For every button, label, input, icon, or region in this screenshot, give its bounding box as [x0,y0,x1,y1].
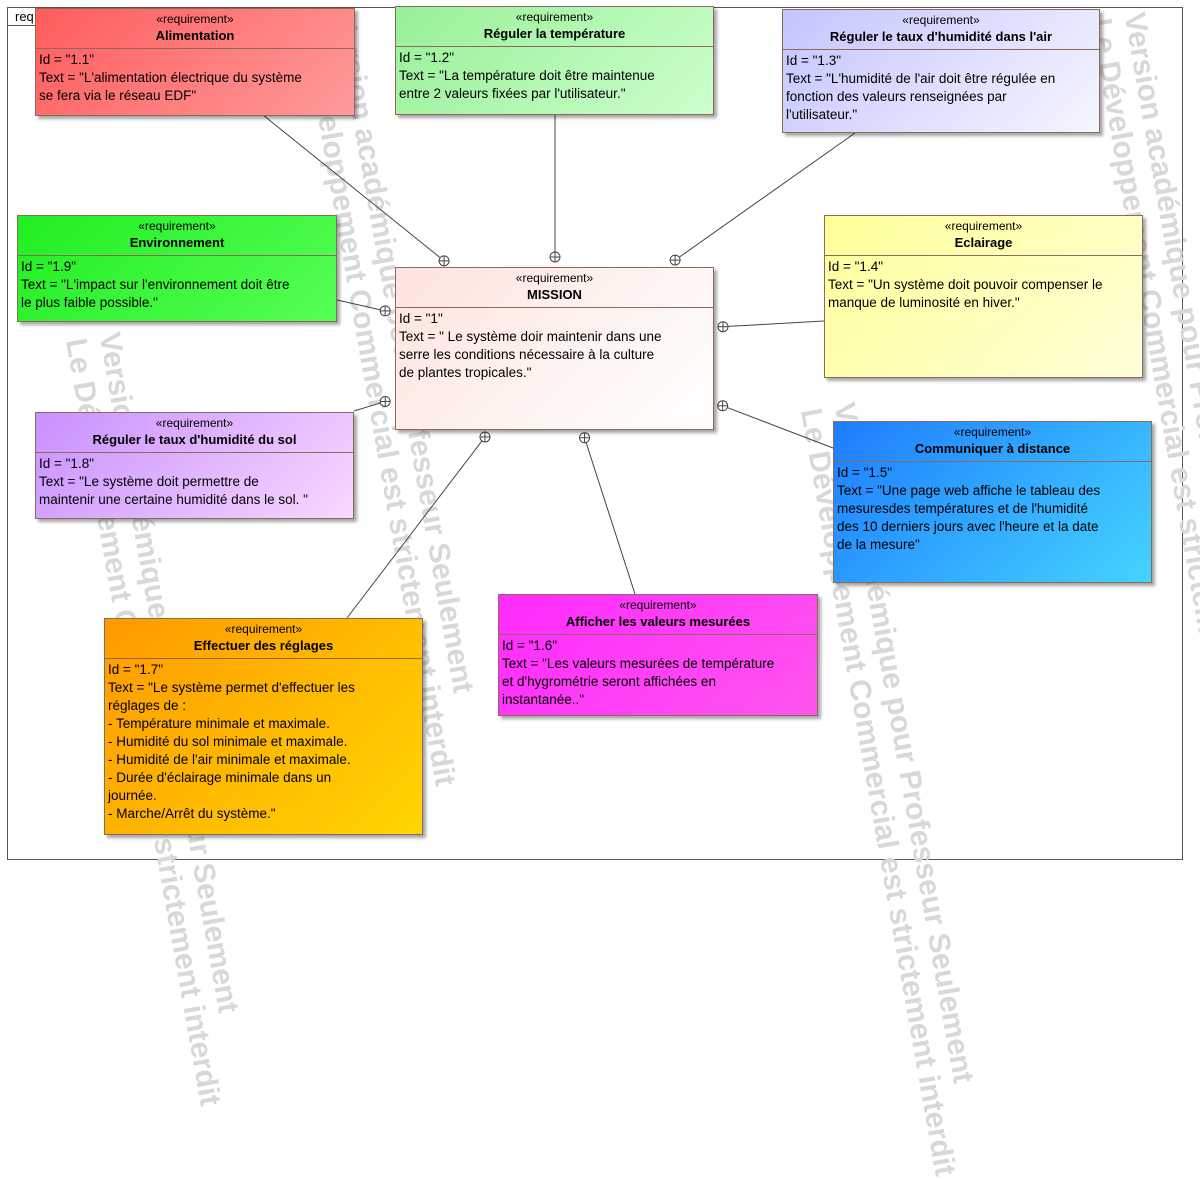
requirement-text: Text = "La température doit être mainten… [399,68,655,101]
requirement-header: «requirement» MISSION [396,268,713,308]
containment-crosshair-icon [479,431,491,443]
requirement-afficher[interactable]: «requirement» Afficher les valeurs mesur… [498,594,818,716]
requirement-temperature[interactable]: «requirement» Réguler la température Id … [395,6,714,115]
requirement-text: Text = "Une page web affiche le tableau … [837,483,1101,552]
requirement-stereotype: «requirement» [156,12,234,26]
containment-link-eclairage[interactable] [717,320,825,333]
requirement-text: Text = "Un système doit pouvoir compense… [828,277,1103,310]
requirement-name: Afficher les valeurs mesurées [565,614,751,629]
requirement-stereotype: «requirement» [155,416,234,430]
requirement-id: Id = "1.3" [786,53,841,68]
requirement-id: Id = "1" [399,311,443,326]
requirement-name: Effectuer des réglages [193,638,334,653]
requirement-header: «requirement» Effectuer des réglages [105,619,422,659]
requirement-name: Eclairage [954,235,1013,250]
link-line [262,114,441,259]
containment-crosshair-icon [579,432,591,444]
requirement-body: Id = "1.3" Text = "L'humidité de l'air do… [783,50,1099,126]
containment-crosshair-icon [669,254,681,266]
requirement-text: Text = "L'humidité de l'air doit être ré… [786,71,1056,122]
requirement-body: Id = "1.9" Text = "L'impact sur l'environ… [18,256,336,314]
requirement-header: «requirement» Afficher les valeurs mesur… [499,595,817,635]
requirement-communiquer[interactable]: «requirement» Communiquer à distance Id … [833,421,1152,583]
requirement-id: Id = "1.2" [399,50,454,65]
requirement-text: Text = "Les valeurs mesurées de températ… [502,656,775,707]
requirement-body: Id = "1.6" Text = "Les valeurs mesurées d… [499,635,817,711]
containment-crosshair-icon [717,400,729,412]
containment-link-afficher[interactable] [579,432,636,595]
requirement-stereotype: «requirement» [902,13,980,27]
containment-crosshair-icon [379,305,391,317]
link-line [678,132,856,258]
requirement-mission[interactable]: «requirement» MISSION Id = "1" Text = " L… [395,267,714,430]
requirement-name: Réguler le taux d'humidité du sol [92,432,297,447]
containment-links [262,114,856,619]
requirement-stereotype: «requirement» [138,219,216,233]
requirement-name: Alimentation [155,28,235,43]
containment-link-communiquer[interactable] [717,400,834,449]
requirement-text: Text = "L'alimentation électrique du sys… [39,70,302,103]
link-line [727,320,825,327]
containment-link-effectuer[interactable] [346,431,491,619]
requirement-header: «requirement» Environnement [18,216,336,256]
requirement-id: Id = "1.6" [502,638,557,653]
requirement-environnement[interactable]: «requirement» Environnement Id = "1.9" Te… [17,215,337,322]
requirement-name: Réguler la température [483,26,626,41]
requirement-stereotype: «requirement» [944,219,1023,233]
requirement-eclairage[interactable]: «requirement» Eclairage Id = "1.4" Text =… [824,215,1143,378]
requirement-body: Id = "1.8" Text = "Le système doit permet… [36,453,353,511]
containment-link-humidite-air[interactable] [669,132,856,266]
requirement-body: Id = "1.2" Text = "La température doit êt… [396,47,713,105]
requirement-body: Id = "1.4" Text = "Un système doit pouvoi… [825,256,1142,314]
requirement-header: «requirement» Réguler le taux d'humidité… [783,10,1099,50]
containment-crosshair-icon [549,251,561,263]
requirement-effectuer[interactable]: «requirement» Effectuer des réglages Id … [104,618,423,835]
link-line [336,299,381,311]
requirement-stereotype: «requirement» [619,598,697,612]
containment-crosshair-icon [438,255,450,267]
requirement-humidite-sol[interactable]: «requirement» Réguler le taux d'humidité… [35,412,354,519]
containment-link-humidite-sol[interactable] [353,395,391,412]
requirement-header: «requirement» Eclairage [825,216,1142,256]
requirement-text: Text = " Le système doir maintenir dans … [399,329,662,380]
requirement-alimentation[interactable]: «requirement» Alimentation Id = "1.1" Tex… [35,8,355,116]
requirement-name: Environnement [129,235,225,250]
requirement-header: «requirement» Communiquer à distance [834,422,1151,462]
requirement-body: Id = "1.7" Text = "Le système permet d'ef… [105,659,422,825]
requirement-id: Id = "1.9" [21,259,76,274]
containment-link-temperature[interactable] [549,115,561,263]
containment-crosshair-icon [379,395,391,407]
requirement-header: «requirement» Alimentation [36,9,354,49]
requirement-body: Id = "1.5" Text = "Une page web affiche l… [834,462,1151,556]
requirement-id: Id = "1.7" [108,662,163,677]
requirement-stereotype: «requirement» [515,271,594,285]
link-line [353,402,381,412]
requirement-id: Id = "1.1" [39,52,94,67]
containment-link-environnement[interactable] [336,299,391,317]
requirement-name: MISSION [527,287,582,302]
link-line [346,440,483,619]
requirement-stereotype: «requirement» [953,425,1032,439]
requirement-header: «requirement» Réguler la température [396,7,713,47]
requirement-id: Id = "1.5" [837,465,892,480]
link-line [727,407,834,449]
requirement-stereotype: «requirement» [515,10,594,24]
requirement-text: Text = "Le système doit permettre de mai… [39,474,308,507]
requirement-stereotype: «requirement» [224,622,303,636]
containment-link-alimentation[interactable] [262,114,450,267]
link-line [585,442,636,595]
containment-crosshair-icon [717,321,729,333]
requirement-text: Text = "L'impact sur l'environnement doi… [21,277,290,310]
requirement-body: Id = "1.1" Text = "L'alimentation électri… [36,49,354,107]
requirement-header: «requirement» Réguler le taux d'humidité… [36,413,353,453]
requirement-id: Id = "1.4" [828,259,883,274]
requirement-name: Communiquer à distance [914,441,1071,456]
requirement-name: Réguler le taux d'humidité dans l'air [829,29,1053,44]
requirement-id: Id = "1.8" [39,456,94,471]
requirement-body: Id = "1" Text = " Le système doir mainten… [396,308,713,384]
requirement-humidite-air[interactable]: «requirement» Réguler le taux d'humidité… [782,9,1100,133]
requirement-text: Text = "Le système permet d'effectuer le… [108,680,355,821]
